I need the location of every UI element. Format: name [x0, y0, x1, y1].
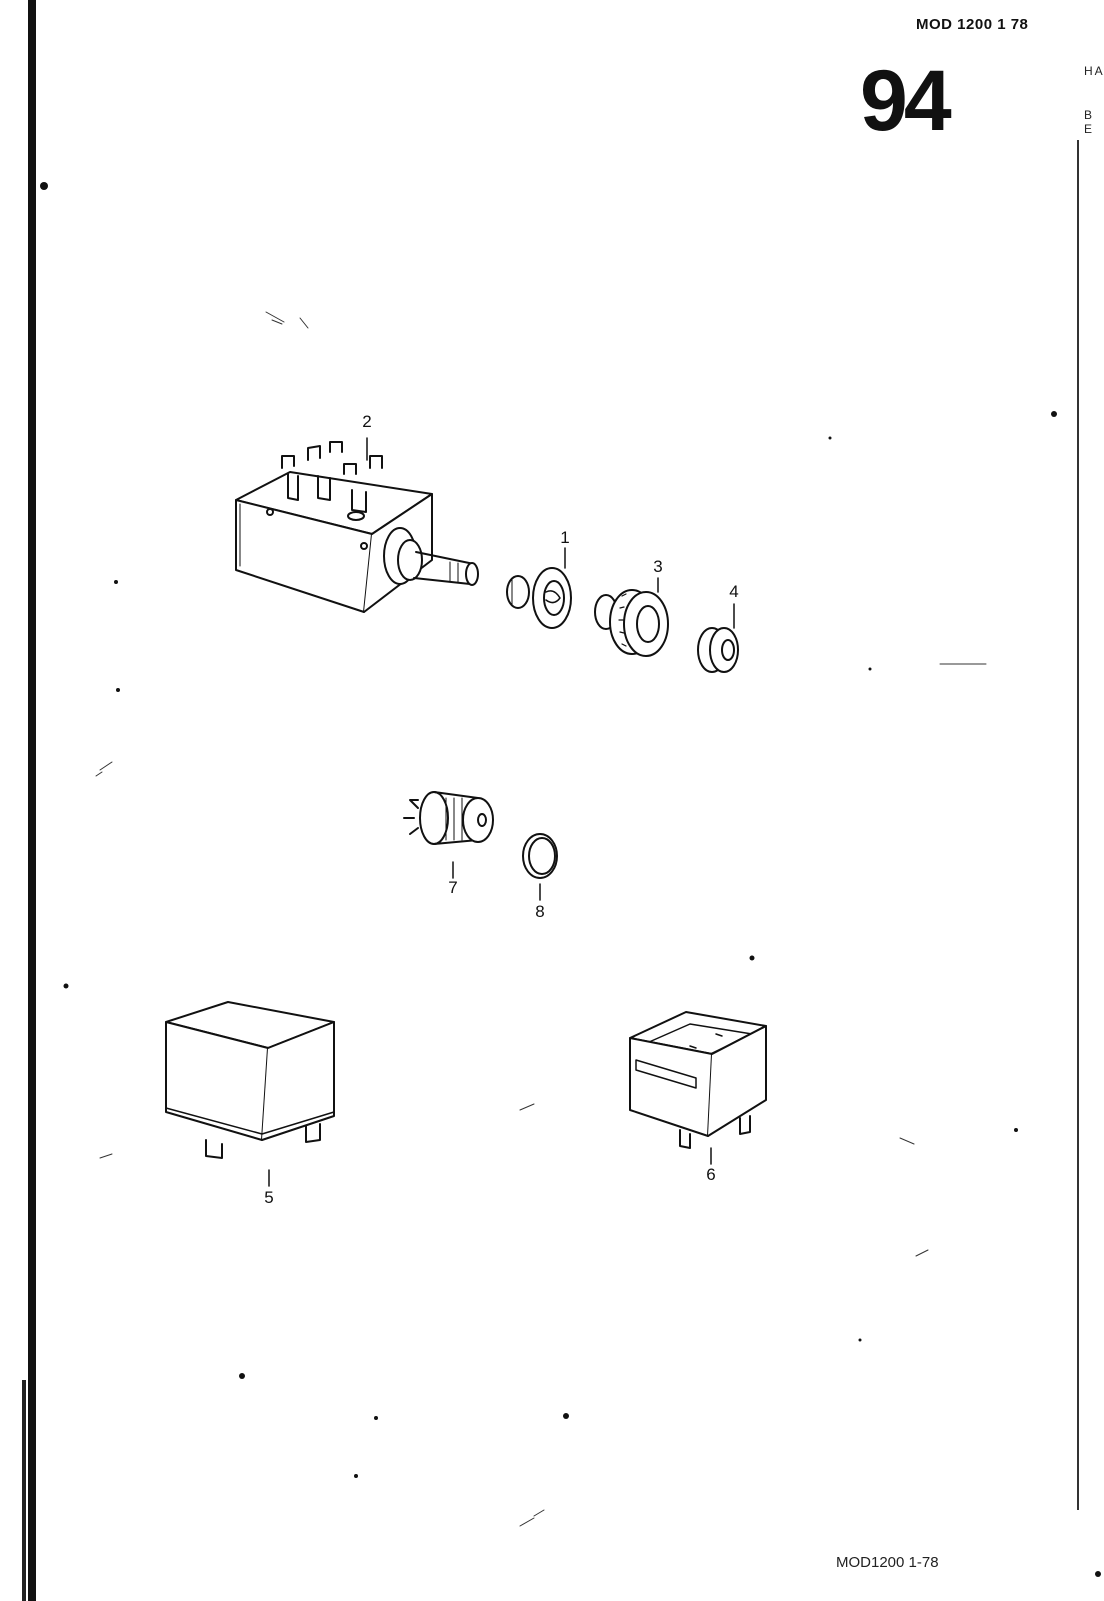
model-code-header: MOD 1200 1 78	[916, 16, 1029, 33]
binder-edge-lower	[22, 1380, 26, 1601]
callout-8: 8	[535, 902, 545, 921]
binder-edge	[28, 0, 36, 1601]
part-4-cap	[697, 627, 739, 673]
model-code-footer: MOD1200 1-78	[836, 1554, 939, 1571]
page-number: 94	[860, 53, 952, 149]
callout-leaders	[268, 437, 735, 1187]
callout-4: 4	[729, 582, 739, 601]
part-8-ring	[522, 833, 558, 879]
callout-7: 7	[448, 878, 458, 897]
scan-dots	[40, 182, 1101, 1577]
part-7-threaded-switch	[403, 791, 494, 845]
callout-3: 3	[653, 557, 663, 576]
part-1-nut	[506, 567, 572, 629]
callout-6: 6	[706, 1165, 716, 1184]
right-margin-rule	[1077, 140, 1079, 1510]
part-2-switch-housing	[235, 441, 479, 613]
part-5-relay	[165, 1001, 335, 1159]
callout-1: 1	[560, 528, 570, 547]
part-6-flasher-relay	[629, 1011, 767, 1149]
part-3-knob	[594, 589, 669, 657]
edge-text-second: B E	[1084, 108, 1095, 136]
callout-5: 5	[264, 1188, 274, 1207]
scan-speckles	[95, 311, 987, 1527]
edge-text-top: HA	[1084, 64, 1104, 78]
callout-2: 2	[362, 412, 372, 431]
